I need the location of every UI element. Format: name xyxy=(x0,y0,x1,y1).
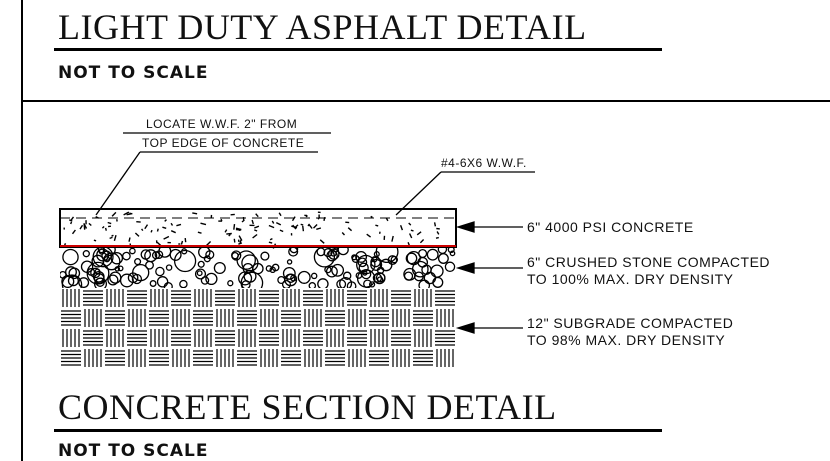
concrete-layer-label: 6" 4000 PSI CONCRETE xyxy=(527,219,694,235)
wwf-location-leader xyxy=(95,151,141,216)
wwf-spec-label: #4-6X6 W.W.F. xyxy=(441,156,527,170)
wwf-spec-leader xyxy=(395,171,442,216)
top-scale-note: NOT TO SCALE xyxy=(58,63,209,83)
subgrade-arrow xyxy=(455,322,475,334)
subgrade-layer-label-2: TO 98% MAX. DRY DENSITY xyxy=(527,332,726,348)
detail-divider xyxy=(21,100,830,102)
stone-layer-label-2: TO 100% MAX. DRY DENSITY xyxy=(527,271,734,287)
stone-arrow xyxy=(455,262,475,274)
subgrade-layer-label-1: 12" SUBGRADE COMPACTED xyxy=(527,315,734,331)
section-scale-note: NOT TO SCALE xyxy=(58,441,209,461)
sheet-border-left xyxy=(21,0,23,461)
subgrade-hatch xyxy=(61,289,455,367)
section-detail-title: CONCRETE SECTION DETAIL xyxy=(58,387,557,427)
concrete-aggregate-hatch xyxy=(63,211,440,249)
stone-layer-label-1: 6" CRUSHED STONE COMPACTED xyxy=(527,254,771,270)
section-title-underline xyxy=(54,429,662,432)
top-detail-title: LIGHT DUTY ASPHALT DETAIL xyxy=(58,7,587,47)
wwf-location-line2: TOP EDGE OF CONCRETE xyxy=(142,136,305,150)
wwf-location-line1: LOCATE W.W.F. 2" FROM xyxy=(146,117,298,131)
concrete-arrow xyxy=(455,221,475,233)
top-title-underline xyxy=(54,48,662,51)
crushed-stone-layer xyxy=(60,247,456,288)
